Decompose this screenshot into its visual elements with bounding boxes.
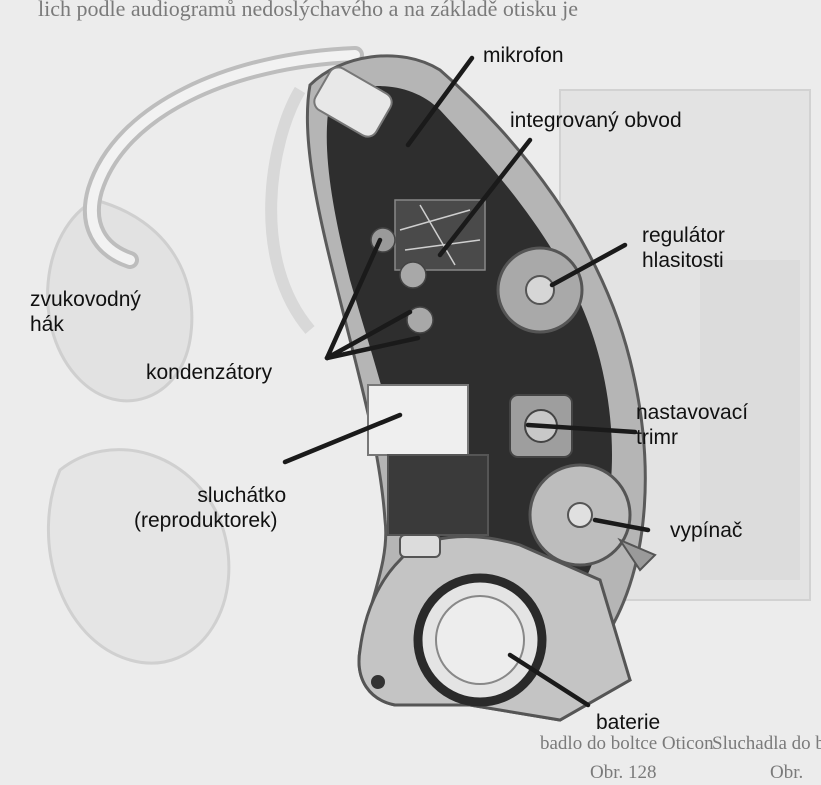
background-figure-ref-left: Obr. 128: [590, 762, 657, 784]
label-nastavovaci-trimr: nastavovací trimr: [636, 400, 748, 450]
battery-face: [436, 596, 524, 684]
label-zvukovodny-line1: zvukovodný: [30, 287, 141, 312]
battery-door-screw: [371, 675, 385, 689]
background-caption-right: Sluchadla do b: [712, 733, 821, 755]
label-kondenzatory: kondenzátory: [146, 360, 272, 385]
label-nastavovaci-line1: nastavovací: [636, 400, 748, 425]
capacitor-2: [400, 262, 426, 288]
label-zvukovodny-line2: hák: [30, 312, 141, 337]
label-sluchatko: sluchátko (reproduktorek): [170, 483, 314, 533]
label-vypinac: vypínač: [670, 518, 742, 543]
label-sluchatko-line2: (reproduktorek): [134, 508, 278, 533]
battery-door-latch: [400, 535, 440, 557]
receiver-component: [388, 455, 488, 535]
label-regulator-line1: regulátor: [642, 223, 725, 248]
label-regulator-line2: hlasitosti: [642, 248, 725, 273]
background-figure-ref-right: Obr.: [770, 762, 803, 784]
label-baterie: baterie: [596, 710, 660, 735]
label-integrovany-obvod: integrovaný obvod: [510, 108, 682, 133]
label-mikrofon: mikrofon: [483, 43, 564, 68]
background-top-text: lich podle audiogramů nedoslýchavého a n…: [38, 0, 578, 22]
label-zvukovodny-hak: zvukovodný hák: [30, 287, 141, 337]
background-caption-left: badlo do boltce Oticon: [540, 733, 714, 755]
label-sluchatko-line1: sluchátko: [170, 483, 314, 508]
power-switch-hub: [568, 503, 592, 527]
integrated-circuit-component: [395, 200, 485, 270]
label-regulator-hlasitosti: regulátor hlasitosti: [642, 223, 725, 273]
volume-control-hub: [526, 276, 554, 304]
label-nastavovaci-line2: trimr: [636, 425, 748, 450]
